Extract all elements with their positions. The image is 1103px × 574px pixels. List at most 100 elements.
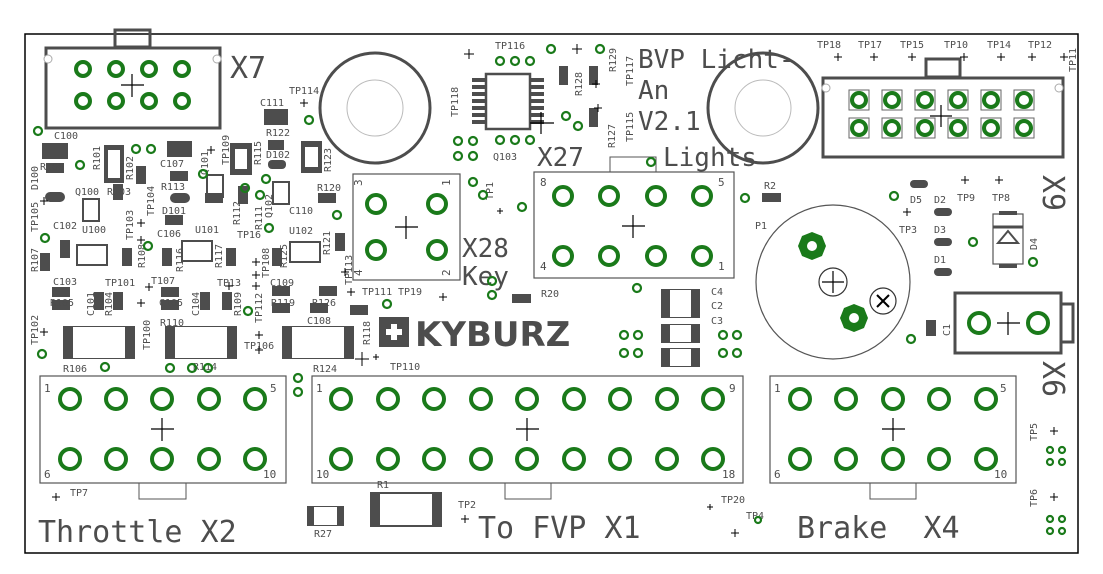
label-c102: C102 (53, 221, 77, 232)
label-r127: R127 (607, 124, 618, 148)
x2-pin10: 10 (263, 468, 276, 481)
label-r107: R107 (30, 248, 41, 272)
kyburz-logo: KYBURZ (379, 315, 570, 355)
x1-pin18: 18 (722, 468, 735, 481)
connector-x4[interactable]: 1 5 6 10 (769, 375, 1017, 500)
label-c108: C108 (307, 316, 331, 327)
label-tp110: TP110 (390, 362, 420, 373)
board-subtitle: Lights (663, 143, 757, 173)
label-tp5: TP5 (1029, 423, 1040, 441)
resistor-r127[interactable] (589, 108, 598, 127)
label-tp104: TP104 (146, 186, 157, 216)
label-c107: C107 (160, 159, 184, 170)
label-r126: R126 (312, 298, 336, 309)
label-r110: R110 (160, 318, 184, 329)
diode-d5[interactable] (910, 180, 928, 188)
label-tp118: TP118 (450, 87, 461, 117)
label-r106: R106 (63, 364, 87, 375)
resistor-r124[interactable] (282, 326, 354, 359)
label-u102: U102 (289, 226, 313, 237)
label-r27: R27 (314, 529, 332, 540)
label-r115: R115 (253, 141, 264, 165)
label-tp4: TP4 (746, 511, 764, 522)
capacitor-c2[interactable] (661, 324, 700, 343)
x28-caption: Key (462, 262, 509, 292)
label-c111: C111 (260, 98, 284, 109)
label-q101: Q101 (200, 151, 211, 175)
x2-pin6: 6 (44, 468, 51, 481)
x1-pin10: 10 (316, 468, 329, 481)
buzzer-p1[interactable] (755, 204, 911, 360)
capacitor-c3[interactable] (661, 348, 700, 367)
resistor-r106[interactable] (63, 326, 135, 359)
x27-pin1: 1 (718, 260, 725, 273)
x4-pin10: 10 (994, 468, 1007, 481)
label-r111: R111 (254, 206, 265, 230)
mounting-ring-left (318, 51, 432, 165)
resistor-r129[interactable] (589, 66, 598, 85)
diode-d1[interactable] (934, 268, 952, 276)
label-tp1: TP1 (485, 182, 496, 200)
x27-pin8: 8 (540, 176, 547, 189)
label-c2: C2 (711, 301, 723, 312)
diode-d4[interactable] (992, 211, 1024, 268)
connector-x9[interactable] (821, 57, 1065, 159)
label-d4: D4 (1029, 238, 1040, 250)
resistor-r128[interactable] (559, 66, 568, 85)
label-r109: R109 (233, 292, 244, 316)
capacitor-c4[interactable] (661, 289, 700, 318)
resistor-r20[interactable] (512, 294, 531, 303)
label-tp3: TP3 (899, 225, 917, 236)
label-tp108: TP108 (261, 248, 272, 278)
label-c105: C105 (159, 298, 183, 309)
label-c1: C1 (942, 324, 953, 336)
x4-pin1: 1 (774, 382, 781, 395)
capacitor-c1[interactable] (926, 320, 936, 336)
connector-x7[interactable] (43, 28, 222, 130)
x28-pin3: 3 (352, 179, 365, 186)
board-title-line2: An (638, 76, 669, 106)
x27-pin5: 5 (718, 176, 725, 189)
label-r1: R1 (377, 480, 389, 491)
diode-d3[interactable] (934, 238, 952, 246)
label-r2: R2 (764, 181, 776, 192)
resistor-r114[interactable] (165, 326, 237, 359)
label-r113: R113 (161, 182, 185, 193)
x4-label: Brake X4 (797, 511, 960, 546)
connector-x2[interactable]: 1 5 6 10 (39, 375, 287, 500)
label-r104: R104 (104, 292, 115, 316)
resistor-r1[interactable] (370, 492, 442, 527)
component-labels-left: TP114 C111 R122 D102 R123 TP109 R115 C10… (30, 86, 422, 373)
label-tp101: TP101 (105, 278, 135, 289)
x7-label: X7 (230, 51, 266, 86)
label-tp12: TP12 (1028, 40, 1052, 51)
label-r125: R125 (279, 244, 290, 268)
label-p1: P1 (755, 221, 767, 232)
mounting-ring-right (706, 51, 820, 165)
label-r103: R103 (107, 187, 131, 198)
label-u101: U101 (195, 225, 219, 236)
logo-text: KYBURZ (415, 315, 570, 355)
label-d102: D102 (266, 150, 290, 161)
resistor-r2[interactable] (762, 193, 781, 202)
label-r101: R101 (92, 146, 103, 170)
label-r118: R118 (362, 321, 373, 345)
x7-pads (74, 60, 191, 110)
label-tp14: TP14 (987, 40, 1011, 51)
connector-x1[interactable]: 1 9 10 18 (311, 375, 744, 500)
diode-d2[interactable] (934, 208, 952, 216)
connector-x28[interactable]: 3 1 4 2 (352, 173, 461, 281)
ic-q103[interactable] (472, 72, 554, 134)
resistor-r27[interactable] (307, 506, 344, 526)
label-c109: C109 (270, 278, 294, 289)
connector-x6[interactable] (953, 291, 1075, 355)
label-t107: T107 (151, 276, 175, 287)
x2-pin1: 1 (44, 382, 51, 395)
label-q103: Q103 (493, 152, 517, 163)
label-tp117: TP117 (625, 56, 636, 86)
x9-pads (848, 89, 1035, 139)
scattered-vias (32, 114, 1039, 525)
label-tp114: TP114 (289, 86, 319, 97)
connector-x27[interactable]: 8 5 4 1 (533, 156, 735, 279)
